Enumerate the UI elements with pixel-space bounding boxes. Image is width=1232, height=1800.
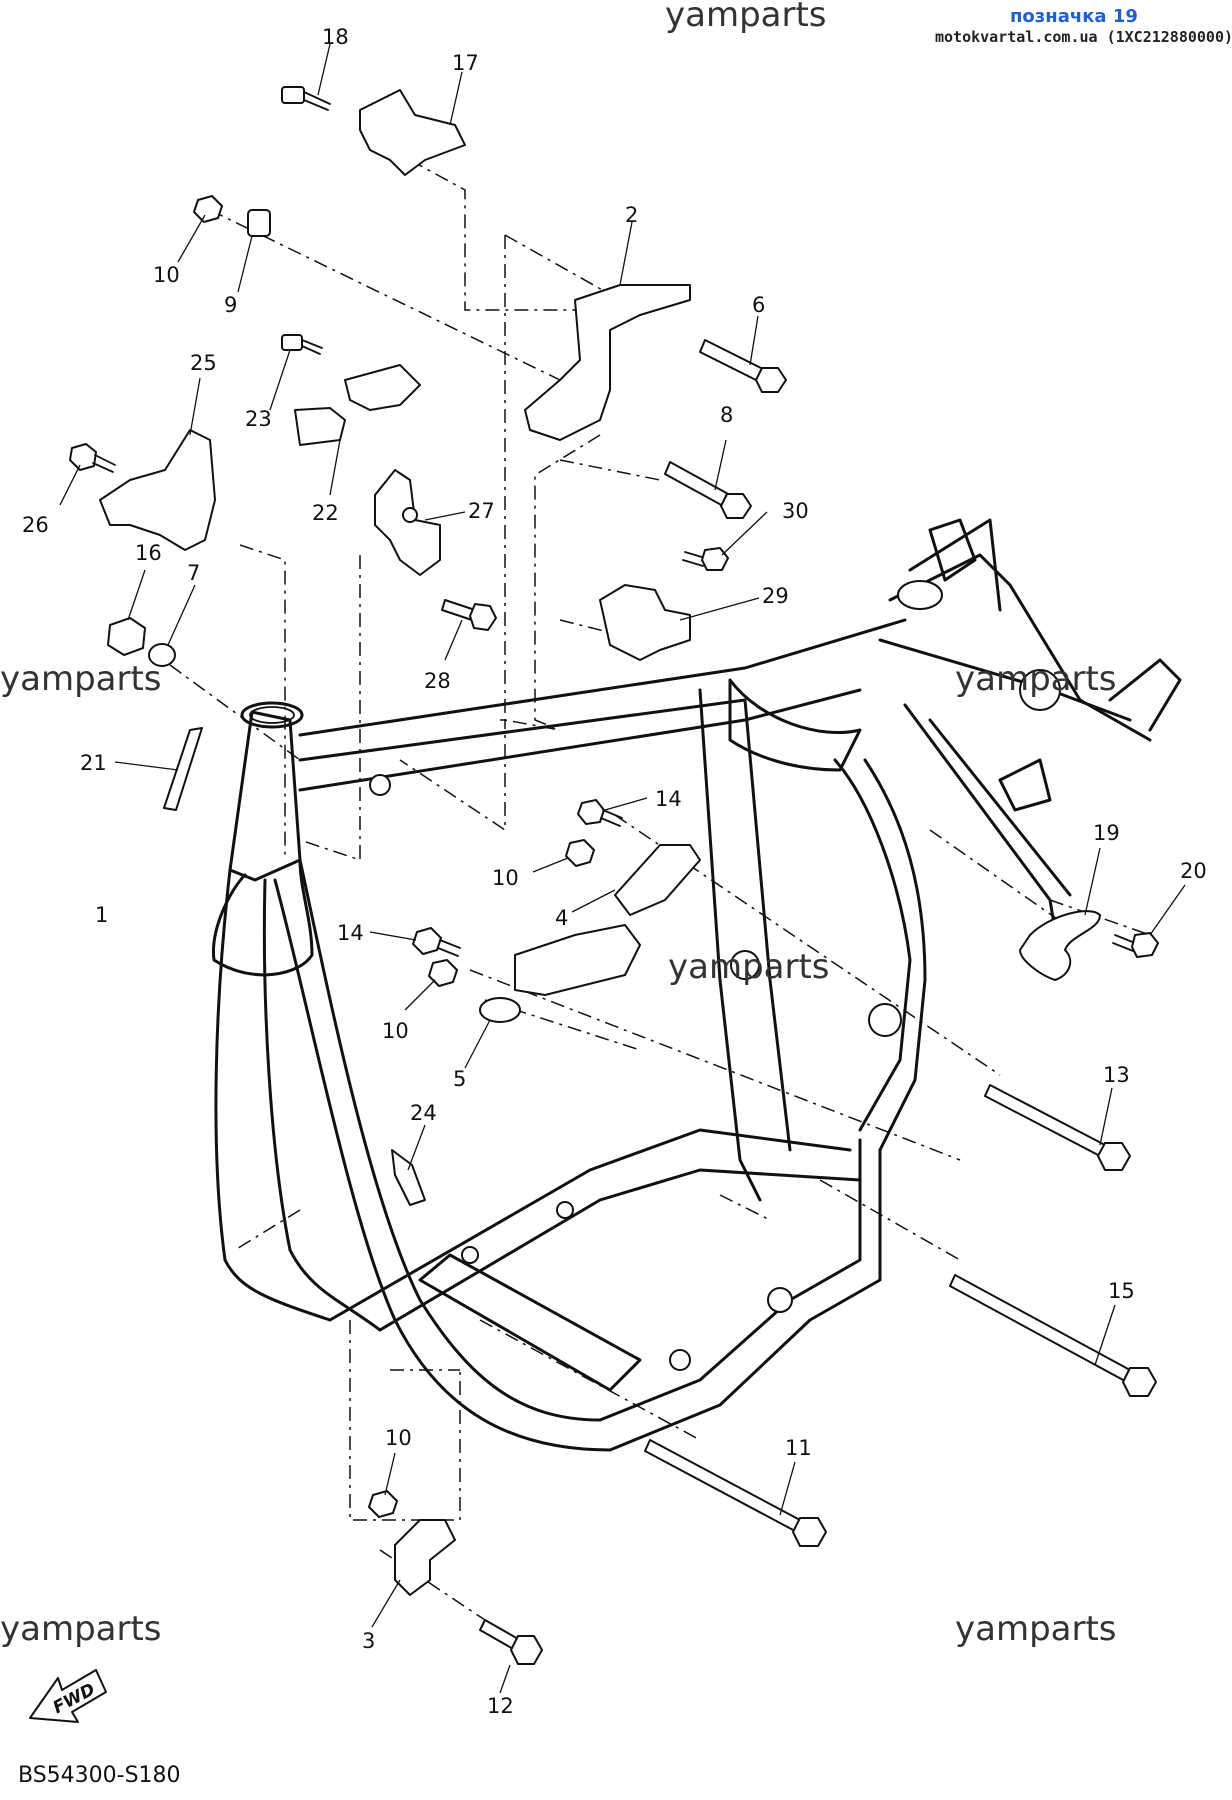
bracket-5[interactable] xyxy=(514,924,641,996)
leader-lines xyxy=(59,43,1186,1694)
watermark-top: yamparts xyxy=(665,0,827,35)
diagram-code: BS54300-S180 xyxy=(18,1763,181,1788)
washer-7[interactable] xyxy=(148,643,176,667)
clamp-19[interactable] xyxy=(1019,910,1101,981)
bracket-25[interactable] xyxy=(99,429,216,551)
bolt-23[interactable] xyxy=(281,334,323,355)
watermark-bottom-left: yamparts xyxy=(0,1609,162,1649)
callout-19: 19 xyxy=(1093,821,1120,845)
watermark-center: yamparts xyxy=(668,947,830,987)
plate-4[interactable] xyxy=(614,844,701,916)
callout-10-d: 10 xyxy=(385,1426,412,1450)
callout-17: 17 xyxy=(452,51,479,75)
callout-26: 26 xyxy=(22,513,49,537)
nut-10-mid[interactable] xyxy=(565,839,595,867)
nut-10-top[interactable] xyxy=(193,195,223,223)
callout-23: 23 xyxy=(245,407,272,431)
source-reference: motokvartal.com.ua (1XC212880000) xyxy=(935,28,1232,46)
callout-21: 21 xyxy=(80,751,107,775)
callout-24: 24 xyxy=(410,1101,437,1125)
watermark-right-mid: yamparts xyxy=(955,659,1117,699)
bracket-29[interactable] xyxy=(599,584,691,661)
bolt-26[interactable] xyxy=(69,443,116,473)
watermarks: yamparts yamparts yamparts yamparts yamp… xyxy=(0,659,1117,1649)
callout-10-a: 10 xyxy=(153,263,180,287)
callout-8: 8 xyxy=(720,403,733,427)
callout-7: 7 xyxy=(187,561,200,585)
bracket-3[interactable] xyxy=(394,1519,456,1596)
forward-arrow: FWD xyxy=(29,1669,107,1723)
callout-10-b: 10 xyxy=(492,866,519,890)
bolt-14-upper[interactable] xyxy=(577,799,623,827)
parts xyxy=(69,86,1159,1665)
pin-24[interactable] xyxy=(391,1149,426,1206)
callout-29: 29 xyxy=(762,584,789,608)
label-link[interactable]: позначка 19 xyxy=(1010,6,1138,27)
bolt-11[interactable] xyxy=(644,1439,827,1547)
callout-numbers: 18 17 10 9 2 6 8 25 23 22 26 27 30 16 7 … xyxy=(22,25,1207,1718)
callout-20: 20 xyxy=(1180,859,1207,883)
callout-27: 27 xyxy=(468,499,495,523)
watermark-bottom-right: yamparts xyxy=(955,1609,1117,1649)
callout-13: 13 xyxy=(1103,1063,1130,1087)
callout-5: 5 xyxy=(453,1067,466,1091)
bolt-12[interactable] xyxy=(479,1619,543,1665)
callout-16: 16 xyxy=(135,541,162,565)
nut-10-bottom[interactable] xyxy=(368,1490,398,1518)
bolt-8[interactable] xyxy=(664,461,752,519)
bracket-23-plate xyxy=(344,364,421,411)
main-frame xyxy=(211,518,1182,1452)
callout-11: 11 xyxy=(785,1436,812,1460)
callout-25: 25 xyxy=(190,351,217,375)
bolt-15[interactable] xyxy=(949,1274,1157,1397)
assembly-lines xyxy=(169,159,1151,1621)
bolt-28[interactable] xyxy=(441,599,497,631)
callout-2: 2 xyxy=(625,203,638,227)
callout-15: 15 xyxy=(1108,1279,1135,1303)
callout-4: 4 xyxy=(555,906,568,930)
callout-22: 22 xyxy=(312,501,339,525)
pad-21[interactable] xyxy=(163,727,203,811)
bolt-13[interactable] xyxy=(984,1084,1131,1171)
callout-6: 6 xyxy=(752,293,765,317)
callout-30: 30 xyxy=(782,499,809,523)
bolt-20[interactable] xyxy=(1112,932,1159,958)
collar-9[interactable] xyxy=(247,209,271,237)
callout-1: 1 xyxy=(95,903,108,927)
callout-14-b: 14 xyxy=(337,921,364,945)
callout-3: 3 xyxy=(362,1629,375,1653)
callout-12: 12 xyxy=(487,1694,514,1718)
bracket-17[interactable] xyxy=(359,89,466,176)
callout-10-c: 10 xyxy=(382,1019,409,1043)
callout-18: 18 xyxy=(322,25,349,49)
bolt-30[interactable] xyxy=(682,547,729,571)
callout-28: 28 xyxy=(424,669,451,693)
nut-10-lower[interactable] xyxy=(428,959,458,987)
callout-14-a: 14 xyxy=(655,787,682,811)
bolt-14-lower[interactable] xyxy=(412,927,461,957)
bracket-22[interactable] xyxy=(294,407,346,446)
watermark-left-mid: yamparts xyxy=(0,659,162,699)
bolt-6[interactable] xyxy=(699,339,787,393)
bracket-2[interactable] xyxy=(524,284,691,441)
nut-16[interactable] xyxy=(107,617,146,656)
bolt-18[interactable] xyxy=(281,86,331,111)
callout-9: 9 xyxy=(224,293,237,317)
